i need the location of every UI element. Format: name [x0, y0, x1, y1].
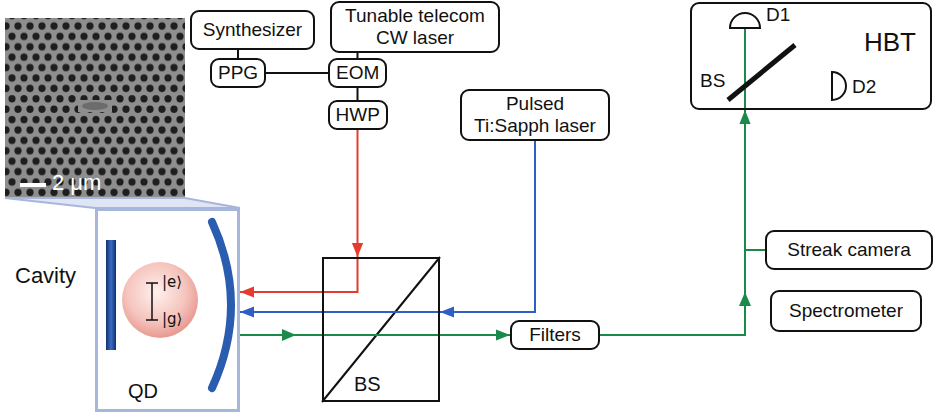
sem-image: [5, 18, 185, 198]
signal-wire: [357, 88, 359, 100]
instrument-box: Spectrometer: [770, 290, 922, 332]
transition-line: [151, 283, 153, 320]
detector-label: D1: [766, 4, 790, 26]
signal-wire: [266, 72, 328, 74]
detector-symbol: [730, 13, 760, 28]
filter-box: Filters: [510, 320, 600, 350]
zoom-region: [5, 198, 240, 208]
box-label: Filters: [529, 324, 581, 346]
state-label: |e⟩: [162, 274, 182, 291]
box-label: Synthesizer: [203, 19, 302, 41]
cavity-defect: [82, 102, 108, 110]
laser-box: Pulsed Ti:Sapph laser: [460, 89, 610, 141]
instrument-box: Streak camera: [765, 230, 933, 270]
curved-mirror: [212, 222, 231, 388]
state-label: |g⟩: [162, 311, 182, 328]
flat-mirror: [106, 240, 116, 350]
box-label: Tunable telecom CW laser: [338, 5, 492, 49]
light-beam: [240, 311, 322, 313]
instrument-box: Synthesizer: [190, 10, 315, 50]
box-label: Streak camera: [787, 239, 911, 261]
box-label: EOM: [336, 62, 379, 84]
cavity-box: Cavity: [95, 208, 240, 412]
cavity-defect: [78, 100, 112, 112]
scale-bar: [20, 183, 46, 187]
splitter-diagonal: [322, 257, 440, 402]
hbt-splitter: [728, 45, 795, 100]
part-label: BS: [354, 373, 381, 396]
laser-box: Tunable telecom CW laser: [330, 1, 500, 53]
light-beam: [357, 130, 359, 257]
box-label: Spectrometer: [789, 300, 903, 322]
blue-beam: [322, 311, 440, 313]
scale-label: 2 μm: [52, 170, 101, 195]
quantum-dot: [122, 262, 198, 338]
signal-wire: [237, 50, 239, 58]
box-label: Pulsed Ti:Sapph laser: [468, 93, 602, 137]
light-beam: [240, 334, 510, 336]
box-label: HWP: [336, 104, 380, 126]
hbt-setup: HBT: [690, 2, 932, 110]
light-beam: [600, 250, 765, 335]
light-beam: [600, 110, 745, 335]
detector-symbol: [832, 72, 846, 100]
part-label: Cavity: [15, 263, 76, 288]
detector-label: D2: [852, 76, 876, 98]
modulator-box: EOM: [328, 58, 387, 88]
part-label: BS: [700, 70, 725, 92]
beam-splitter: BS: [322, 257, 440, 402]
light-beam: [440, 141, 535, 312]
green-beam: [744, 28, 746, 110]
instrument-box: PPG: [210, 58, 266, 88]
box-label: PPG: [218, 62, 258, 84]
part-label: HBT: [864, 28, 916, 58]
waveplate-box: HWP: [328, 100, 388, 130]
part-label: QD: [128, 380, 158, 403]
light-beam: [240, 291, 322, 293]
red-beam: [322, 257, 358, 292]
